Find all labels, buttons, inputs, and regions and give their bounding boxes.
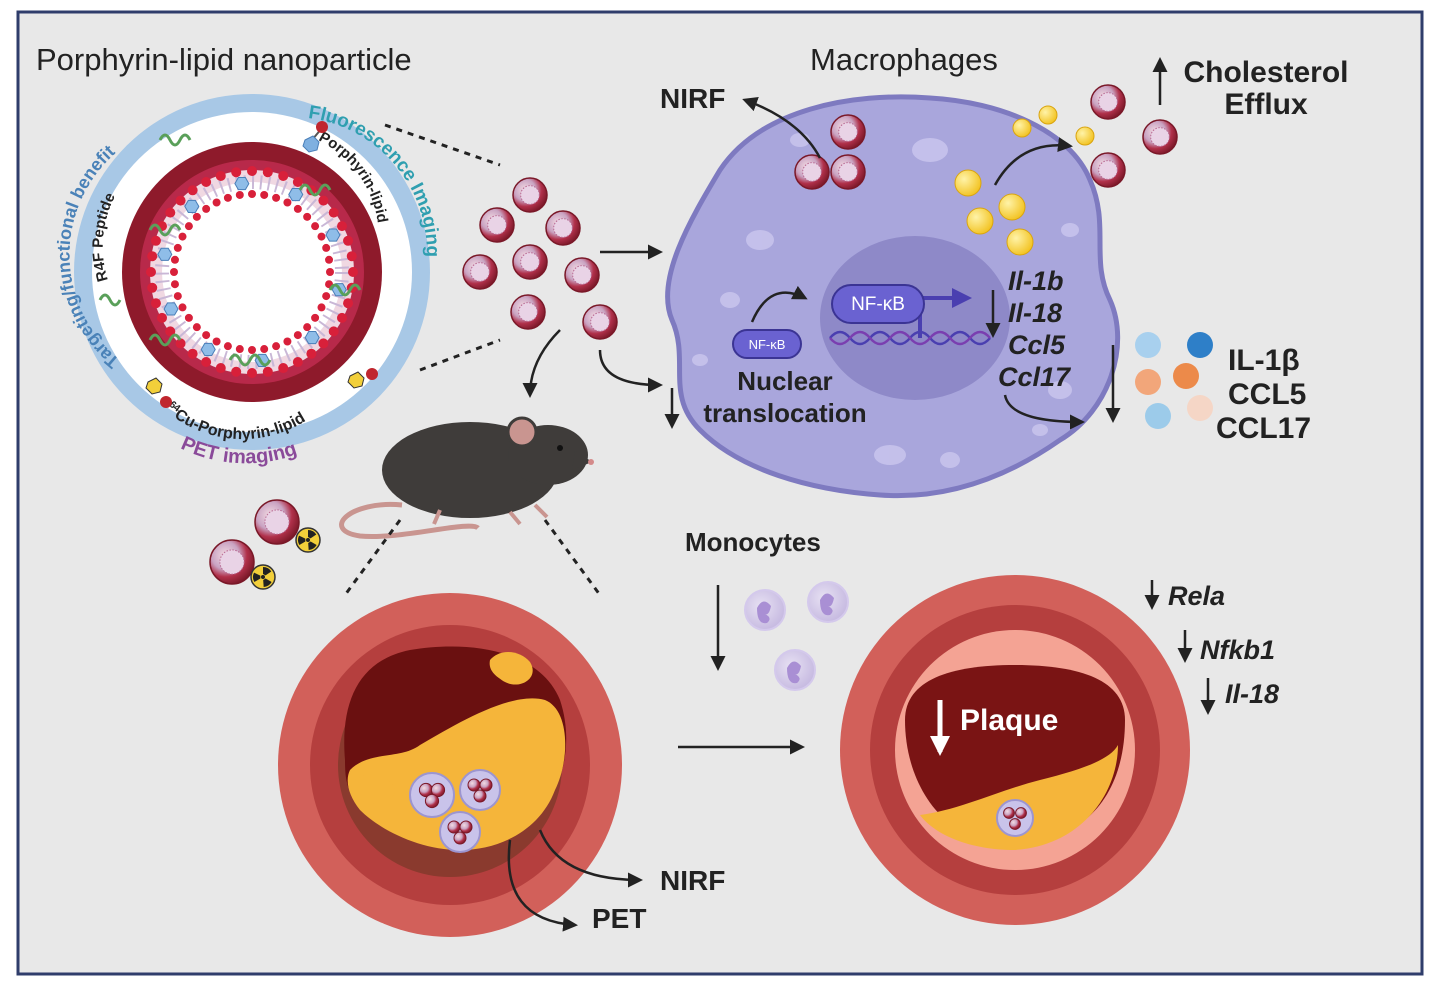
- foam-cell-icon: [439, 811, 481, 853]
- translocation-label-line2: translocation: [703, 398, 866, 428]
- monocyte-icon: [774, 649, 816, 691]
- cytokine-spheres: [1135, 332, 1213, 429]
- internalized-nanoparticles: [794, 84, 1178, 190]
- nanoparticle-icon: [794, 154, 830, 190]
- nanoparticle-icon: [512, 177, 548, 213]
- nanoparticle-icon: [564, 257, 600, 293]
- nanoparticle-icon: [462, 254, 498, 290]
- nanoparticle-icon: [1142, 119, 1178, 155]
- pet-label: PET: [592, 903, 646, 934]
- nfkb-cytoplasm-badge: [732, 329, 802, 359]
- monocyte-cells: [744, 581, 849, 691]
- monocyte-icon: [744, 589, 786, 631]
- cholesterol-efflux-line1: Cholesterol: [1183, 56, 1348, 89]
- nanoparticle-icon: [209, 539, 255, 585]
- radioactive-icon: [250, 564, 276, 590]
- monocyte-icon: [807, 581, 849, 623]
- nanoparticle-title: Porphyrin-lipid nanoparticle: [36, 42, 412, 77]
- nfkb-nucleus-badge: [831, 284, 925, 324]
- gene-rela: Rela: [1168, 581, 1225, 611]
- nanoparticle-schematic: Porphyrin-lipid nanoparticle Targeting/f…: [36, 42, 501, 468]
- peptide-helix-icons: [98, 133, 362, 367]
- cytokine-ccl5: CCL5: [1228, 378, 1306, 411]
- radioactive-icon: [295, 527, 321, 553]
- foam-cell-right: [996, 799, 1034, 837]
- nanoparticle-icon: [512, 244, 548, 280]
- monocytes-label: Monocytes: [685, 527, 821, 557]
- cytokine-ccl17: CCL17: [1216, 412, 1311, 445]
- gene-il1b: Il-1b: [1008, 266, 1064, 296]
- nanoparticle-icon: [510, 294, 546, 330]
- nanoparticle-icon: [1090, 84, 1126, 120]
- nfkb-cytoplasm-label: NF-κB: [749, 337, 786, 352]
- cell-vesicles: [692, 133, 1079, 468]
- gene-ccl5: Ccl5: [1008, 330, 1066, 360]
- cholesterol-droplets: [954, 105, 1095, 256]
- nanoparticle-icon: [830, 154, 866, 190]
- gene-ccl17: Ccl17: [998, 362, 1072, 392]
- cluster-arrows: [522, 244, 663, 398]
- foam-cell-icon: [409, 772, 455, 818]
- radiolabel-molecule-icon: [145, 368, 378, 408]
- nfkb-nucleus-label: NF-κB: [851, 294, 905, 315]
- gene-il18: Il-18: [1008, 298, 1062, 328]
- gene-nfkb1: Nfkb1: [1200, 635, 1275, 665]
- nanoparticle-icon: [582, 304, 618, 340]
- foam-cell-icon: [996, 799, 1034, 837]
- nanoparticle-icon: [545, 210, 581, 246]
- nirf-label-top: NIRF: [660, 83, 725, 114]
- foam-cell-icon: [459, 769, 501, 811]
- radiolabeled-nanoparticles: [209, 499, 321, 590]
- porphyrin-molecule-icon: [302, 121, 328, 153]
- artery-after: [840, 575, 1190, 925]
- nanoparticle-icon: [254, 499, 300, 545]
- plaque-label: Plaque: [960, 704, 1058, 737]
- nirf-label-bottom: NIRF: [660, 865, 725, 896]
- artery-before: [278, 593, 622, 937]
- macrophage-title: Macrophages: [810, 42, 998, 77]
- nanoparticle-cluster: [462, 177, 618, 340]
- nanoparticle-icon: [479, 207, 515, 243]
- gene-il18-plaque: Il-18: [1225, 679, 1279, 709]
- mouse-icon: [339, 416, 594, 540]
- nanoparticle-icon: [1090, 152, 1126, 188]
- nanoparticle-icon: [830, 114, 866, 150]
- cholesterol-efflux-line2: Efflux: [1224, 88, 1308, 121]
- foam-cells-left: [409, 769, 501, 853]
- translocation-label-line1: Nuclear: [737, 366, 832, 396]
- cytokine-il1b: IL-1β: [1228, 344, 1300, 377]
